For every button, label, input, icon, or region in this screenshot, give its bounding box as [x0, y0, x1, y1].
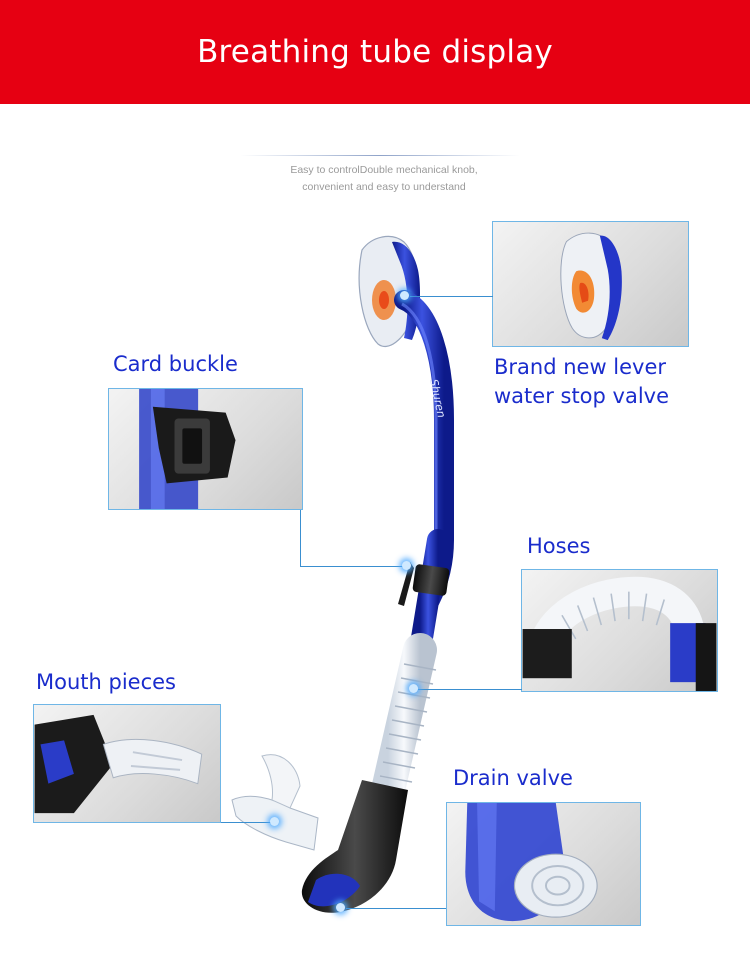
corrugated-hose: [371, 633, 437, 807]
buckle-closeup-illustration: [139, 389, 236, 509]
label-valve: Brand new lever water stop valve: [494, 353, 669, 411]
marker-buckle: [402, 561, 411, 570]
label-mouth-pieces: Mouth pieces: [36, 670, 176, 694]
leader-hoses: [418, 689, 522, 690]
callout-hoses-image: [521, 569, 718, 692]
marker-mouth-pieces: [270, 817, 279, 826]
mouthpiece-closeup-illustration: [34, 714, 203, 814]
marker-hoses: [409, 684, 418, 693]
valve-closeup-illustration: [560, 232, 622, 341]
label-card-buckle: Card buckle: [113, 352, 238, 376]
leader-buckle-vertical: [300, 510, 301, 566]
purge-housing: [301, 780, 408, 913]
marker-valve: [400, 291, 409, 300]
label-valve-line-2: water stop valve: [494, 384, 670, 408]
label-hoses: Hoses: [527, 534, 591, 558]
callout-valve-image: [492, 221, 689, 347]
subtitle-divider: [240, 155, 520, 156]
callout-card-buckle-image: [108, 388, 303, 510]
leader-mouth-pieces: [221, 822, 271, 823]
callout-mouth-pieces-image: [33, 704, 221, 823]
intro-text: Easy to controlDouble mechanical knob, c…: [250, 162, 518, 196]
label-valve-line-1: Brand new lever: [494, 355, 667, 379]
callout-drain-valve-image: [446, 802, 641, 926]
drain-closeup-illustration: [465, 803, 598, 922]
intro-line-2: convenient and easy to understand: [302, 181, 466, 193]
valve-head: [358, 235, 420, 348]
mouthpiece: [231, 754, 319, 851]
leader-drain-valve: [346, 908, 446, 909]
intro-line-1: Easy to controlDouble mechanical knob,: [290, 164, 478, 176]
header-banner: Breathing tube display: [0, 0, 750, 104]
page-title: Breathing tube display: [197, 34, 553, 70]
leader-buckle-horizontal: [300, 566, 406, 567]
hose-closeup-illustration: [522, 576, 717, 691]
leader-valve: [410, 296, 493, 297]
clip: [398, 562, 450, 606]
marker-drain-valve: [336, 903, 345, 912]
label-drain-valve: Drain valve: [453, 766, 573, 790]
